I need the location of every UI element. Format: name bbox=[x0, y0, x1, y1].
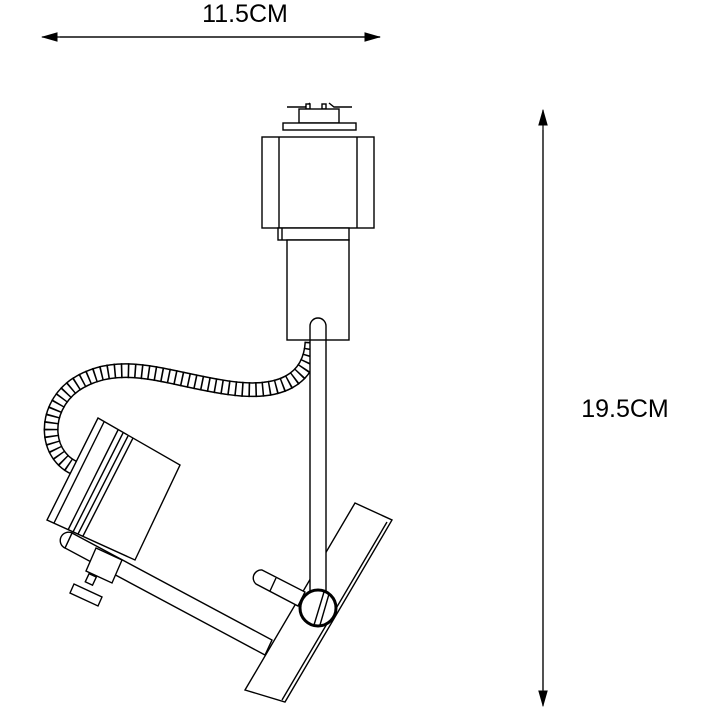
width-label: 11.5CM bbox=[202, 0, 288, 28]
track-adapter bbox=[261, 102, 375, 341]
vertical-rod bbox=[309, 317, 327, 601]
width-dimension: 11.5CM bbox=[40, 0, 382, 42]
coiled-cable bbox=[43, 341, 320, 478]
adjustment-knob-icon bbox=[69, 547, 123, 607]
lamp-head bbox=[46, 417, 181, 561]
pivot-screw-icon bbox=[298, 588, 338, 628]
height-dimension: 19.5CM bbox=[538, 108, 669, 708]
height-label: 19.5CM bbox=[581, 395, 669, 423]
side-pin bbox=[252, 569, 306, 607]
